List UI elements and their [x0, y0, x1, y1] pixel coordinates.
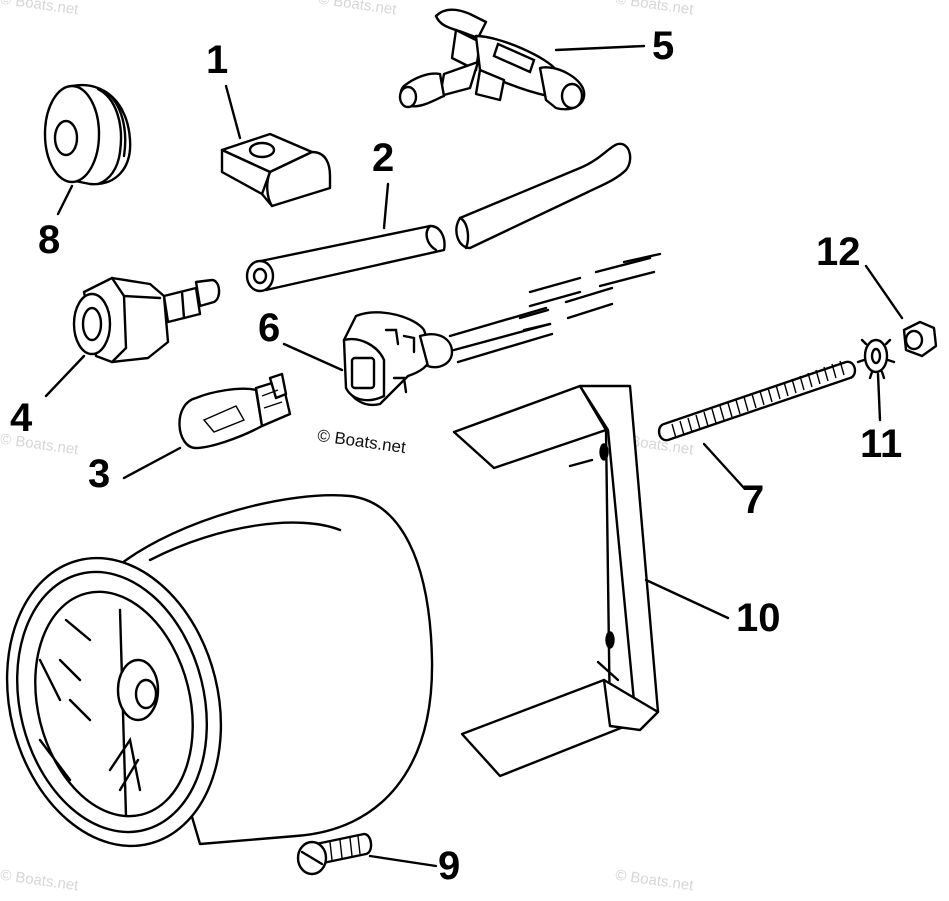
- callout-3: 3: [88, 452, 111, 496]
- callout-7: 7: [742, 478, 765, 522]
- mounting-bracket-part: [452, 384, 660, 778]
- callout-2: 2: [372, 136, 395, 180]
- gauge-part: [5, 494, 434, 848]
- grommet-part: [43, 83, 132, 186]
- callout-4: 4: [10, 396, 33, 440]
- callout-11: 11: [860, 422, 903, 466]
- callout-5: 5: [652, 24, 675, 68]
- nut-part: [902, 320, 938, 358]
- screw-part: [296, 832, 373, 876]
- callout-6: 6: [258, 306, 281, 350]
- light-bulb-part: [178, 372, 292, 450]
- callout-10: 10: [736, 596, 781, 640]
- hex-fitting-part: [72, 276, 221, 364]
- clamp-clip-part: [220, 132, 332, 208]
- threaded-rod-part: [657, 360, 857, 442]
- lock-washer-part: [856, 338, 896, 380]
- callout-12: 12: [816, 230, 861, 274]
- callout-9: 9: [438, 844, 461, 888]
- tee-fitting-part: [398, 8, 586, 111]
- callout-8: 8: [38, 218, 61, 262]
- socket-sender-part: [342, 252, 662, 407]
- leader-lines: [44, 44, 904, 868]
- callout-1: 1: [206, 38, 229, 82]
- hose-part: [245, 142, 632, 293]
